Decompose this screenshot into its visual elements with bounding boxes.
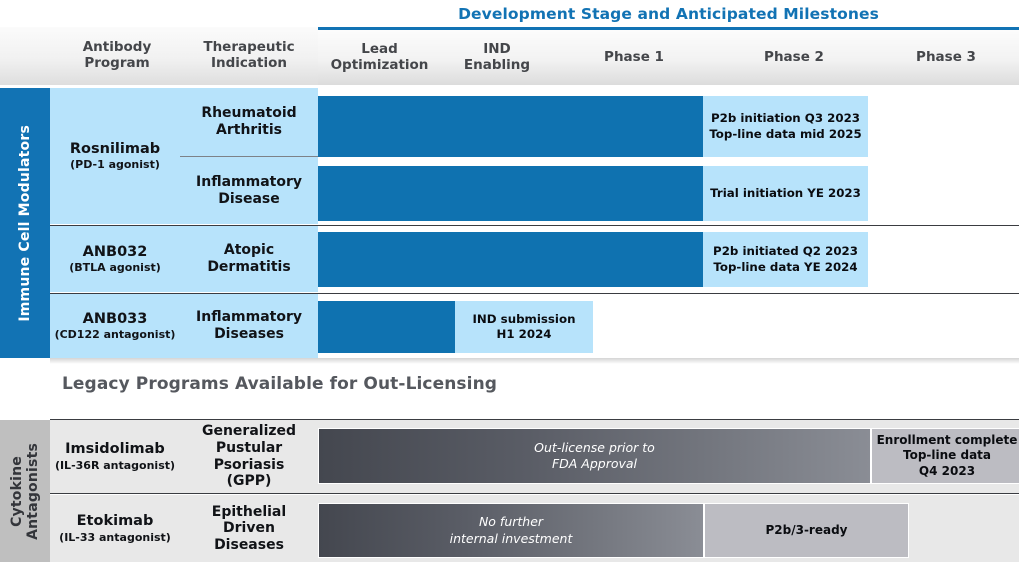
indication-2-line2: Dermatitis — [207, 259, 291, 275]
legacy-programs-heading: Legacy Programs Available for Out-Licens… — [62, 374, 498, 394]
legacy-milestone-1-line1: P2b/3-ready — [765, 522, 848, 537]
legacy-indication-0-line2: Pustular — [215, 439, 283, 456]
legacy-indication-1-line1: Epithelial — [211, 503, 287, 520]
stage-0-line1: Lead — [361, 40, 398, 57]
legacy-indication-0-line4: (GPP) — [226, 473, 272, 490]
header-stage-panel: Lead Optimization IND Enabling Phase 1 P… — [318, 27, 1019, 85]
stage-4-line1: Phase 3 — [916, 48, 976, 65]
milestone-2-line1: P2b initiated Q2 2023 — [713, 244, 858, 259]
bar-etokimab: No further internal investment — [318, 503, 704, 558]
program-etokimab-target: (IL-33 antagonist) — [59, 530, 171, 544]
indication-label-line2: Indication — [210, 55, 287, 71]
indication-0-line1: Rheumatoid — [201, 105, 297, 122]
antibody-label-line1: Antibody — [82, 39, 152, 56]
divider-imsidolimab-etokimab — [50, 493, 1019, 494]
indication-1-line1: Inflammatory — [196, 173, 302, 190]
indication-epithelial-driven-diseases: Epithelial Driven Diseases — [180, 495, 318, 562]
divider-rosnilimab-indications — [180, 156, 318, 157]
divider-legacy-top — [50, 419, 1019, 420]
indication-3-line2: Diseases — [214, 326, 284, 342]
development-stage-title: Development Stage and Anticipated Milest… — [458, 5, 879, 23]
indication-gpp: Generalized Pustular Psoriasis (GPP) — [180, 420, 318, 493]
stage-1-line2: Enabling — [463, 56, 531, 73]
legacy-indication-1-line2: Driven — [223, 520, 275, 537]
legacy-indication-0-line3: Psoriasis — [213, 456, 285, 473]
program-anb032-name: ANB032 — [82, 243, 148, 260]
stage-header-phase-1: Phase 1 — [553, 30, 715, 85]
program-etokimab-name: Etokimab — [76, 513, 154, 530]
bar-anb033 — [318, 301, 455, 353]
program-anb033: ANB033 (CD122 antagonist) — [52, 294, 178, 358]
anb032-row-band — [50, 226, 318, 292]
milestone-etokimab: P2b/3-ready — [704, 503, 909, 558]
milestone-2-line2: Top-line data YE 2024 — [713, 259, 858, 274]
column-header-therapeutic-indication: Therapeutic Indication — [180, 27, 318, 85]
legacy-milestone-0-line1: Enrollment complete — [876, 432, 1018, 447]
divider-row-anb032-anb033 — [50, 293, 1019, 294]
stage-header-ind-enabling: IND Enabling — [441, 30, 553, 85]
milestone-3-line1: IND submission — [472, 311, 576, 326]
program-anb032: ANB032 (BTLA agonist) — [52, 226, 178, 292]
indication-inflammatory-diseases: Inflammatory Diseases — [180, 294, 318, 358]
stage-1-line1: IND — [483, 40, 511, 57]
stage-header-phase-2: Phase 2 — [715, 30, 873, 85]
antibody-label-line2: Program — [84, 55, 150, 71]
indication-1-line2: Disease — [218, 190, 280, 207]
category-immune-label: Immune Cell Modulators — [16, 124, 33, 322]
anb033-row-band — [50, 294, 318, 358]
bar-rosnilimab-ra — [318, 96, 703, 157]
milestone-anb032: P2b initiated Q2 2023 Top-line data YE 2… — [703, 232, 868, 287]
indication-atopic-dermatitis: Atopic Dermatitis — [180, 226, 318, 292]
program-rosnilimab-target: (PD-1 agonist) — [70, 158, 160, 172]
program-imsidolimab-target: (IL-36R antagonist) — [54, 458, 176, 472]
legacy-bar-1-line2: internal investment — [449, 530, 573, 546]
header-left-panel: Antibody Program Therapeutic Indication — [0, 27, 318, 85]
column-header-antibody-program: Antibody Program — [56, 27, 178, 85]
indication-2-line1: Atopic — [223, 242, 275, 259]
program-anb033-target: (CD122 antagonist) — [54, 328, 176, 342]
indication-label-line1: Therapeutic — [203, 39, 295, 56]
program-imsidolimab-name: Imsidolimab — [65, 441, 165, 458]
legacy-indication-1-line3: Diseases — [214, 536, 284, 553]
cytokine-line1: Cytokine — [8, 455, 25, 527]
milestone-3-line2: H1 2024 — [496, 327, 552, 341]
stage-header-phase-3: Phase 3 — [873, 30, 1019, 85]
legacy-milestone-0-line3: Q4 2023 — [918, 463, 976, 478]
milestone-0-line1: P2b initiation Q3 2023 — [710, 111, 860, 126]
cytokine-line2: Antagonists — [25, 442, 41, 540]
category-immune-cell-modulators: Immune Cell Modulators — [0, 88, 50, 358]
program-etokimab: Etokimab (IL-33 antagonist) — [52, 495, 178, 562]
milestone-1-line1: Trial initiation YE 2023 — [710, 185, 861, 200]
legacy-bar-0-line1: Out-license prior to — [534, 439, 655, 455]
legacy-bar-1-line1: No further — [478, 514, 544, 530]
legacy-bar-0-line2: FDA Approval — [551, 456, 638, 471]
milestone-anb033: IND submission H1 2024 — [455, 301, 593, 353]
bar-rosnilimab-inflammatory — [318, 166, 703, 221]
program-anb032-target: (BTLA agonist) — [69, 261, 161, 275]
stage-header-lead-optimization: Lead Optimization — [318, 30, 441, 85]
bar-imsidolimab: Out-license prior to FDA Approval — [318, 428, 871, 484]
milestone-rosnilimab-inflammatory: Trial initiation YE 2023 — [703, 166, 868, 221]
legacy-indication-0-line1: Generalized — [201, 423, 297, 440]
program-rosnilimab-name: Rosnilimab — [69, 140, 161, 157]
indication-rheumatoid-arthritis: Rheumatoid Arthritis — [180, 88, 318, 156]
milestone-imsidolimab: Enrollment complete Top-line data Q4 202… — [871, 428, 1019, 484]
divider-row-rosnilimab-anb032 — [50, 225, 1019, 226]
milestone-rosnilimab-ra: P2b initiation Q3 2023 Top-line data mid… — [703, 96, 868, 157]
stage-0-line2: Optimization — [330, 56, 429, 73]
stage-2-line1: Phase 1 — [604, 48, 664, 65]
program-rosnilimab: Rosnilimab (PD-1 agonist) — [52, 88, 178, 224]
program-imsidolimab: Imsidolimab (IL-36R antagonist) — [52, 420, 178, 493]
immune-block-shadow — [50, 358, 1019, 364]
indication-inflammatory-disease: Inflammatory Disease — [180, 157, 318, 224]
indication-3-line1: Inflammatory — [196, 309, 302, 326]
stage-3-line1: Phase 2 — [764, 48, 824, 65]
indication-0-line2: Arthritis — [216, 122, 282, 138]
program-anb033-name: ANB033 — [82, 310, 148, 327]
milestone-0-line2: Top-line data mid 2025 — [709, 126, 862, 141]
bar-anb032 — [318, 232, 703, 287]
legacy-milestone-0-line2: Top-line data — [902, 448, 991, 463]
